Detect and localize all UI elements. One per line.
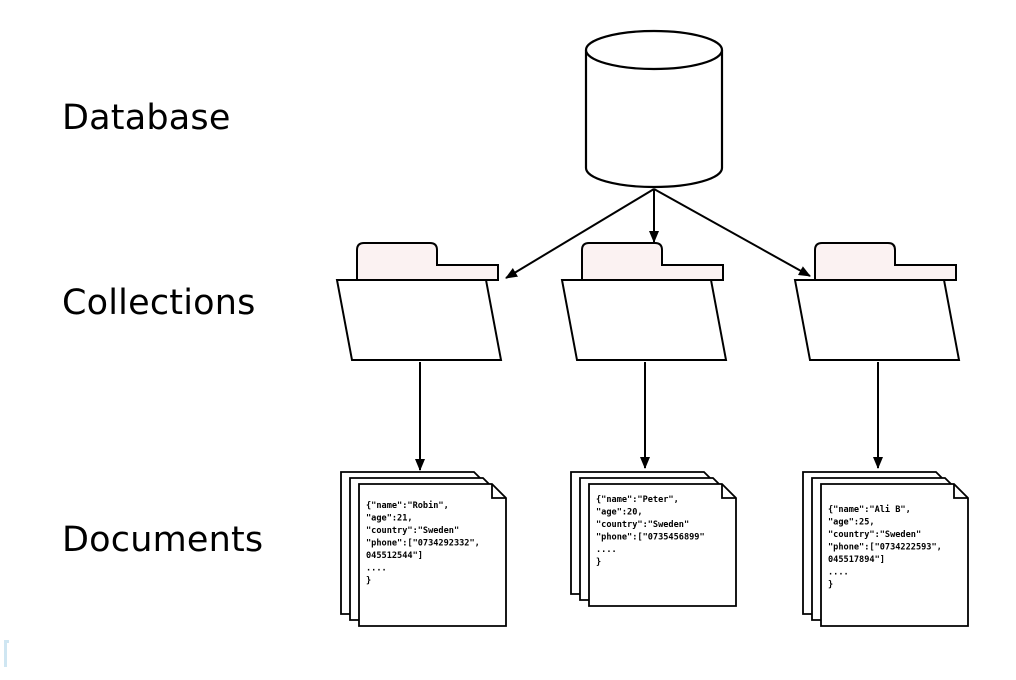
document-1-line: "country":"Sweden": [366, 526, 459, 536]
document-3-line: "age":25,: [828, 518, 875, 528]
documents-label: Documents: [62, 520, 264, 560]
collection-folder-icon-2: [560, 242, 728, 361]
document-2-line: ....: [596, 545, 617, 555]
database-to-collections-arrows: [505, 188, 811, 279]
document-1-text: {"name":"Robin", "age":21, "country":"Swed…: [366, 500, 480, 586]
collections-to-documents-arrows: [415, 362, 883, 471]
document-1-line: ....: [366, 564, 387, 574]
database-cylinder-icon: [584, 29, 724, 189]
corner-mark-icon: [4, 640, 9, 667]
document-1-line: 045512544"]: [366, 551, 423, 561]
document-3-line: 045517894"]: [828, 555, 885, 565]
document-2-text: {"name":"Peter", "age":20, "country":"Swed…: [596, 495, 705, 568]
document-3-line: "phone":["0734222593",: [828, 543, 942, 553]
document-3-line: }: [828, 580, 833, 590]
document-2-line: {"name":"Peter",: [596, 495, 679, 505]
document-1-line: "phone":["0734292332",: [366, 539, 480, 549]
collection-folder-icon-3: [793, 242, 961, 361]
document-3-line: "country":"Sweden": [828, 530, 921, 540]
arrow-db-to-collection-1: [505, 188, 655, 279]
document-2-line: }: [596, 558, 601, 568]
document-stack-3: [802, 471, 969, 627]
document-2-line: "country":"Sweden": [596, 520, 689, 530]
document-3-line: {"name":"Ali B",: [828, 504, 911, 515]
document-2-line: "phone":["0735456899": [596, 533, 705, 543]
document-2-line: "age":20,: [596, 508, 643, 518]
document-1-line: {"name":"Robin",: [366, 500, 449, 511]
document-1-line: }: [366, 576, 371, 586]
document-1-line: "age":21,: [366, 514, 413, 524]
collection-folder-icon-1: [335, 242, 503, 361]
document-stack-1: [340, 471, 507, 627]
arrow-db-to-collection-3: [653, 188, 811, 277]
collections-label: Collections: [62, 283, 256, 323]
database-label: Database: [62, 98, 231, 138]
document-3-text: {"name":"Ali B", "age":25, "country":"Swed…: [828, 504, 942, 590]
document-3-line: ....: [828, 568, 849, 578]
document-stack-2: [570, 471, 737, 607]
